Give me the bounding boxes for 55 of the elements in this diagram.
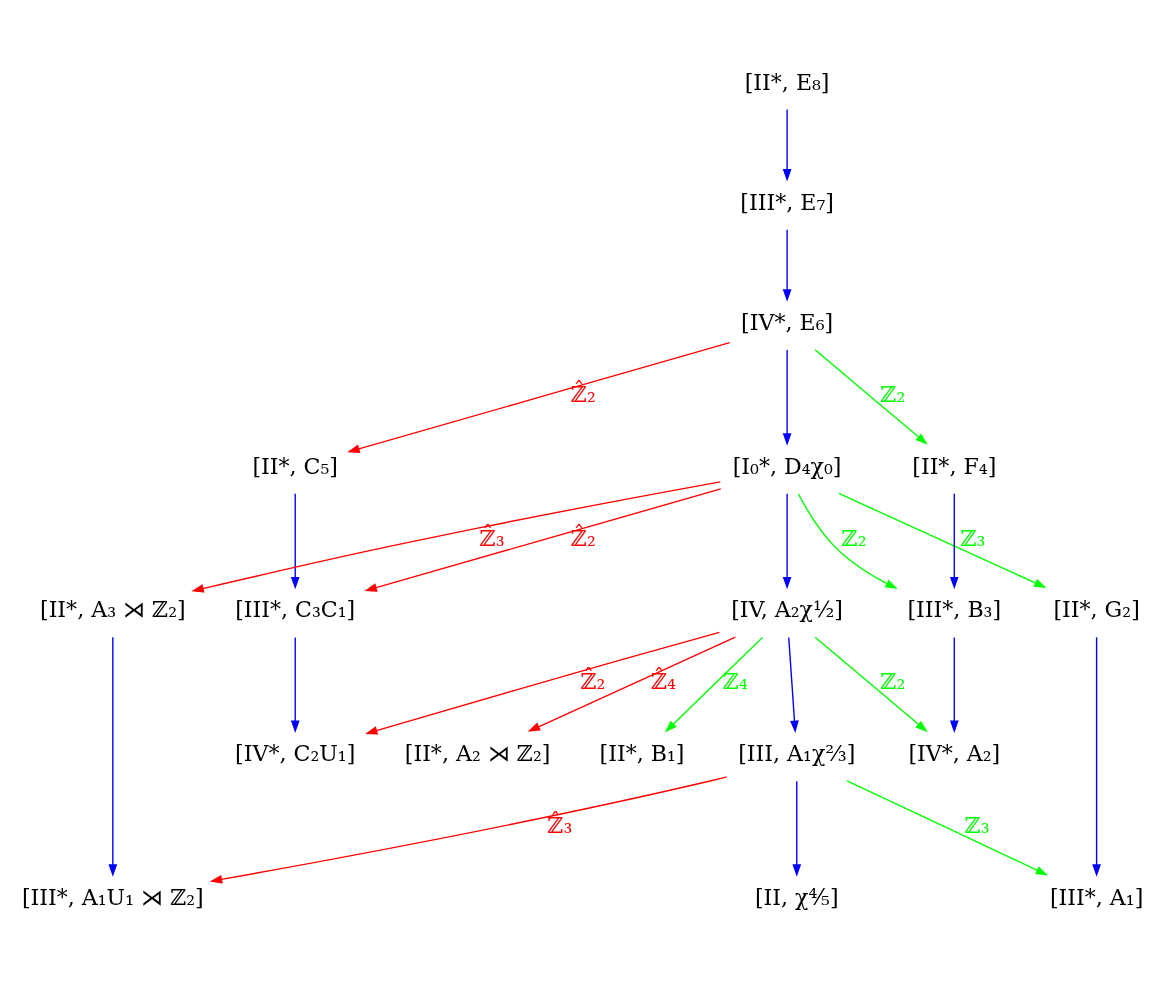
arrow <box>191 480 721 593</box>
arrow <box>364 487 722 592</box>
edge-label: ℤ₂ <box>880 380 906 407</box>
arrow <box>209 775 728 884</box>
node-text: [III*, C₃C₁] <box>235 595 356 622</box>
edge-label: ℤ₃ <box>960 524 986 551</box>
node-text: [III*, A₁U₁ ⋊ ℤ₂] <box>21 883 204 910</box>
edge-label: ℤ₄ <box>722 667 748 694</box>
node-text: [III, A₁χ⅔] <box>738 739 856 766</box>
edge-label: ℤ̂₃ <box>547 811 573 838</box>
node-text: [II*, B₁] <box>599 739 685 766</box>
node-text: [III*, B₃] <box>907 595 1002 622</box>
node-text: [II, χ⅘] <box>755 883 839 910</box>
arrow <box>664 636 764 732</box>
node-text: [I₀*, D₄χ₀] <box>732 452 842 479</box>
edge-label: ℤ̂₃ <box>479 524 505 551</box>
arrow <box>814 636 928 732</box>
arrow <box>347 341 731 453</box>
node-text: [IV, A₂χ½] <box>731 595 843 622</box>
arrow <box>1092 636 1101 877</box>
arrow <box>108 636 118 877</box>
arrow <box>949 492 959 589</box>
edge-label: ℤ̂₄ <box>650 667 676 694</box>
arrow <box>814 348 928 445</box>
node-text: [IV*, C₂U₁] <box>235 739 356 766</box>
edge-label: ℤ₃ <box>964 811 990 838</box>
arrow <box>782 228 792 302</box>
node-text: [IV*, E₆] <box>741 308 834 335</box>
node-text: [II*, E₈] <box>744 68 830 95</box>
node-text: [II*, C₅] <box>252 452 339 479</box>
edge-label: ℤ₂ <box>841 524 867 551</box>
node-text: [II*, A₃ ⋊ ℤ₂] <box>40 595 186 622</box>
arrow <box>782 108 792 182</box>
edge-label: ℤ₂ <box>880 667 906 694</box>
arrow <box>949 636 959 733</box>
arrow <box>846 779 1049 875</box>
arrow <box>782 492 792 589</box>
arrow <box>527 636 736 732</box>
edge-label: ℤ̂₂ <box>570 524 596 551</box>
node-text: [II*, F₄] <box>912 452 997 479</box>
node-text: [III*, E₇] <box>740 188 834 215</box>
arrow <box>290 636 300 733</box>
arrow <box>788 636 799 733</box>
arrow <box>782 348 792 446</box>
node-text: [II*, G₂] <box>1053 595 1140 622</box>
node-text: [IV*, A₂] <box>908 739 1001 766</box>
arrow <box>792 780 802 877</box>
arrow <box>290 492 300 589</box>
node-text: [III*, A₁] <box>1049 883 1144 910</box>
node-text: [II*, A₂ ⋊ ℤ₂] <box>404 739 551 766</box>
arrow <box>797 492 898 589</box>
arrow <box>838 492 1047 588</box>
edge-label: ℤ̂₂ <box>580 667 606 694</box>
arrow <box>365 631 721 735</box>
edge-label: ℤ̂₂ <box>570 380 596 407</box>
